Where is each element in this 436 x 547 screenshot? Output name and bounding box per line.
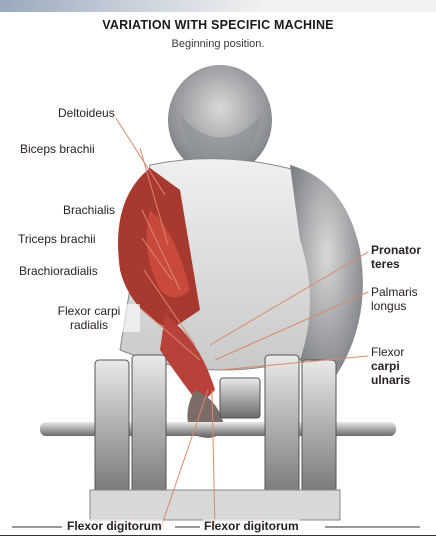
label-brachioradialis: Brachioradialis — [18, 264, 99, 278]
page-title: VARIATION WITH SPECIFIC MACHINE — [0, 18, 436, 32]
label-flexor-digitorum-profundus: Flexor digitorum — [66, 519, 163, 533]
label-flexor-carpi-ulnaris: Flexor carpi ulnaris — [370, 345, 411, 387]
label-flexor-carpi-radialis: Flexor carpi radialis — [38, 304, 140, 332]
label-biceps-brachii: Biceps brachii — [19, 142, 96, 156]
left-plate-outer — [95, 360, 129, 510]
label-fcu-line2: carpi — [371, 359, 410, 373]
top-edge-bar — [0, 0, 436, 12]
label-deltoideus: Deltoideus — [57, 106, 116, 120]
label-pronator-line1: Pronator — [371, 243, 421, 257]
wrist-machine — [40, 355, 396, 520]
machine-bar — [40, 422, 396, 436]
label-pronator-line2: teres — [371, 257, 421, 271]
label-fcu-line3: ulnaris — [371, 373, 410, 387]
label-palmaris-longus: Palmaris longus — [370, 285, 419, 313]
label-palmaris-line1: Palmaris — [371, 285, 418, 299]
bottom-rule — [0, 535, 436, 536]
label-fcr-line1: Flexor carpi — [39, 304, 139, 318]
label-flexor-digitorum-superficialis: Flexor digitorum — [203, 519, 300, 533]
label-triceps-brachii: Triceps brachii — [17, 232, 97, 246]
page-subtitle: Beginning position. — [0, 38, 436, 50]
label-brachialis: Brachialis — [62, 203, 116, 217]
right-plate-outer — [302, 360, 336, 510]
center-block — [220, 378, 260, 418]
label-palmaris-line2: longus — [371, 299, 418, 313]
label-fcr-line2: radialis — [39, 318, 139, 332]
label-pronator-teres: Pronator teres — [370, 243, 422, 271]
label-fcu-line1: Flexor — [371, 345, 410, 359]
